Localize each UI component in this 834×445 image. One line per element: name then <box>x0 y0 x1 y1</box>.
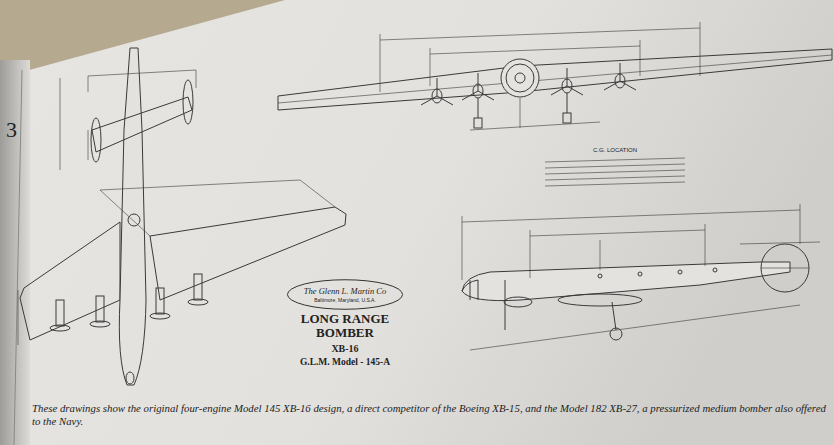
plan-view <box>18 48 346 385</box>
cg-table <box>545 158 685 186</box>
aircraft-designation: XB-16 <box>295 343 395 355</box>
front-view <box>278 22 832 130</box>
title-block-heading: LONG RANGE BOMBER <box>295 312 395 340</box>
company-address: Baltimore, Maryland, U.S.A. <box>295 297 395 303</box>
model-number: G.L.M. Model - 145-A <box>285 357 405 368</box>
table-surface <box>0 0 285 78</box>
page-number: 3 <box>6 118 26 142</box>
figure-caption: These drawings show the original four-en… <box>32 402 827 428</box>
table-heading: C.G. LOCATION <box>560 147 670 154</box>
side-view <box>462 204 820 350</box>
company-name: The Glenn L. Martin Co <box>285 286 405 296</box>
page-spine <box>0 60 30 445</box>
